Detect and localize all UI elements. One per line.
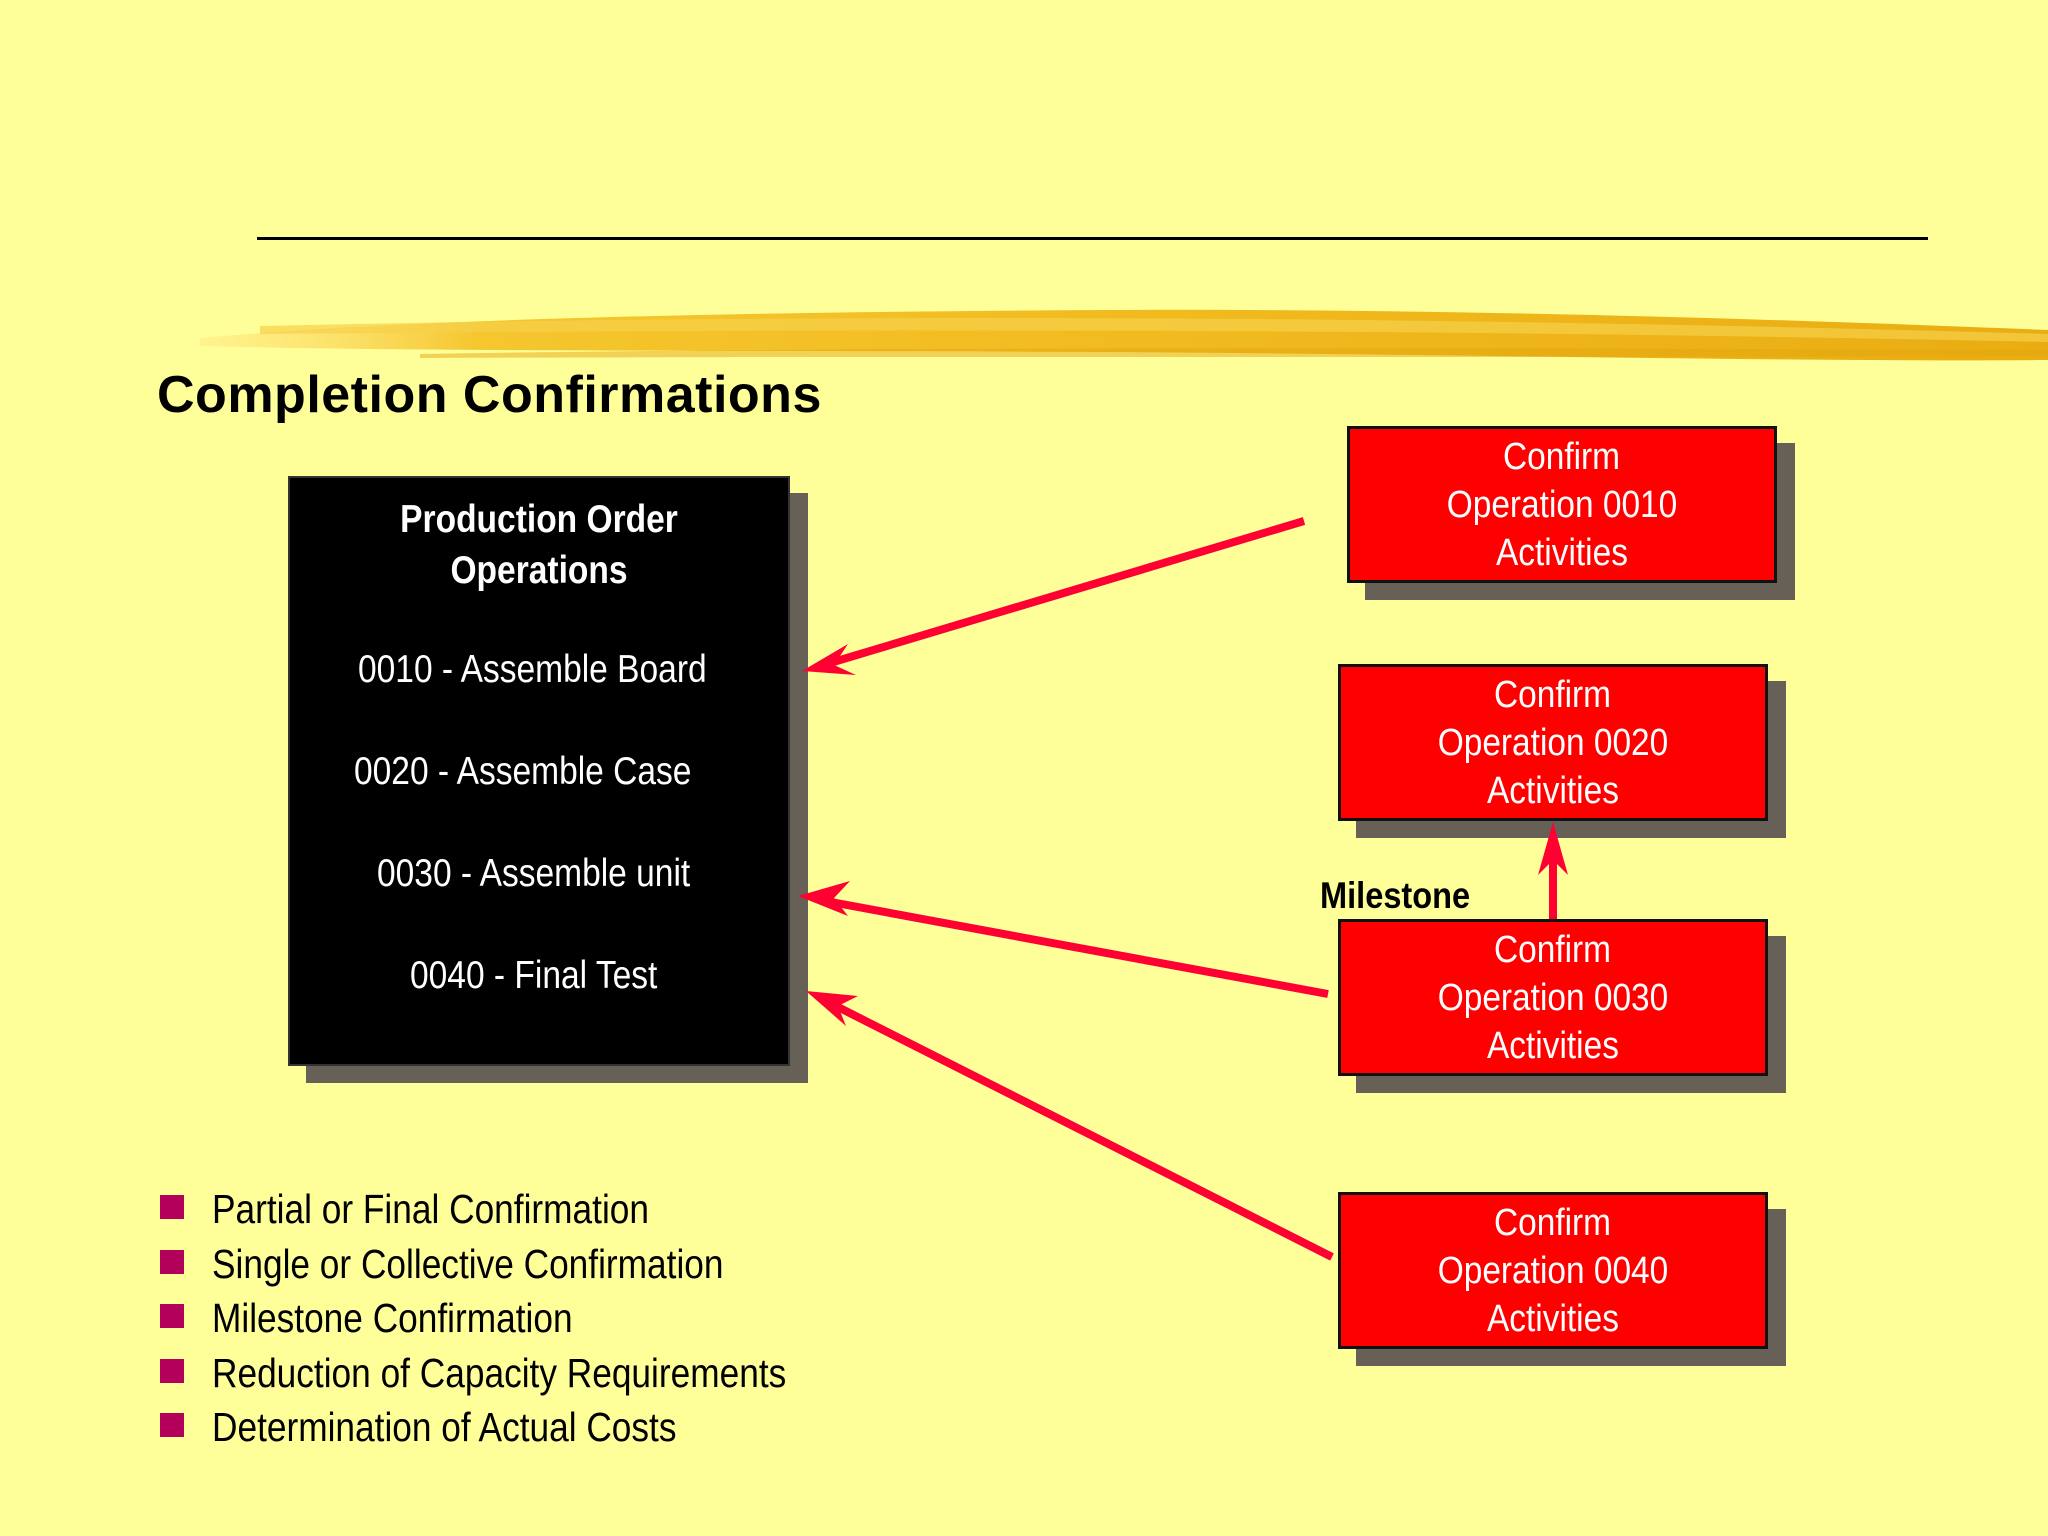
square-bullet-icon xyxy=(160,1249,184,1274)
operations-box: Production Order Operations 0010 - Assem… xyxy=(288,476,790,1066)
operation-item-0040: 0040 - Final Test xyxy=(410,954,658,997)
milestone-label: Milestone xyxy=(1320,875,1471,916)
header-rule xyxy=(257,237,1928,240)
square-bullet-icon xyxy=(160,1413,184,1437)
confirm-box-line: Operation 0020 xyxy=(1437,721,1669,764)
confirm-box-line: Confirm xyxy=(1503,435,1621,478)
bullet-text: Single or Collective Confirmation xyxy=(212,1240,724,1287)
confirm-box-line: Confirm xyxy=(1494,928,1612,971)
square-bullet-icon xyxy=(160,1358,184,1383)
confirm-box-0010: Confirm Operation 0010 Activities xyxy=(1347,426,1777,583)
confirm-box-line: Activities xyxy=(1487,769,1619,812)
confirm-box-0040: Confirm Operation 0040 Activities xyxy=(1338,1192,1768,1349)
confirm-box-0020: Confirm Operation 0020 Activities xyxy=(1338,664,1768,821)
confirm-box-line: Activities xyxy=(1496,531,1628,574)
confirm-box-line: Activities xyxy=(1487,1297,1619,1340)
operation-item-0030: 0030 - Assemble unit xyxy=(377,852,691,895)
confirm-box-line: Confirm xyxy=(1494,673,1612,716)
confirm-box-line: Operation 0010 xyxy=(1446,483,1678,526)
confirm-box-line: Activities xyxy=(1487,1024,1619,1067)
bullet-text: Partial or Final Confirmation xyxy=(212,1186,650,1232)
bullet-text: Reduction of Capacity Requirements xyxy=(212,1349,787,1396)
confirm-box-0030: Confirm Operation 0030 Activities xyxy=(1338,919,1768,1076)
confirm-box-line: Confirm xyxy=(1494,1201,1612,1244)
operations-heading-line2: Operations xyxy=(450,549,628,592)
operations-heading-line1: Production Order xyxy=(400,498,678,541)
bullet-text: Determination of Actual Costs xyxy=(212,1404,677,1450)
confirm-box-line: Operation 0030 xyxy=(1437,976,1669,1019)
operations-heading: Production Order Operations xyxy=(325,494,753,596)
square-bullet-icon xyxy=(160,1304,184,1328)
operation-item-0010: 0010 - Assemble Board xyxy=(358,648,707,691)
square-bullet-icon xyxy=(160,1195,184,1219)
bullet-text: Milestone Confirmation xyxy=(212,1295,573,1341)
slide-title: Completion Confirmations xyxy=(157,366,822,424)
confirm-box-line: Operation 0040 xyxy=(1437,1249,1669,1292)
operation-item-0020: 0020 - Assemble Case xyxy=(354,750,692,793)
